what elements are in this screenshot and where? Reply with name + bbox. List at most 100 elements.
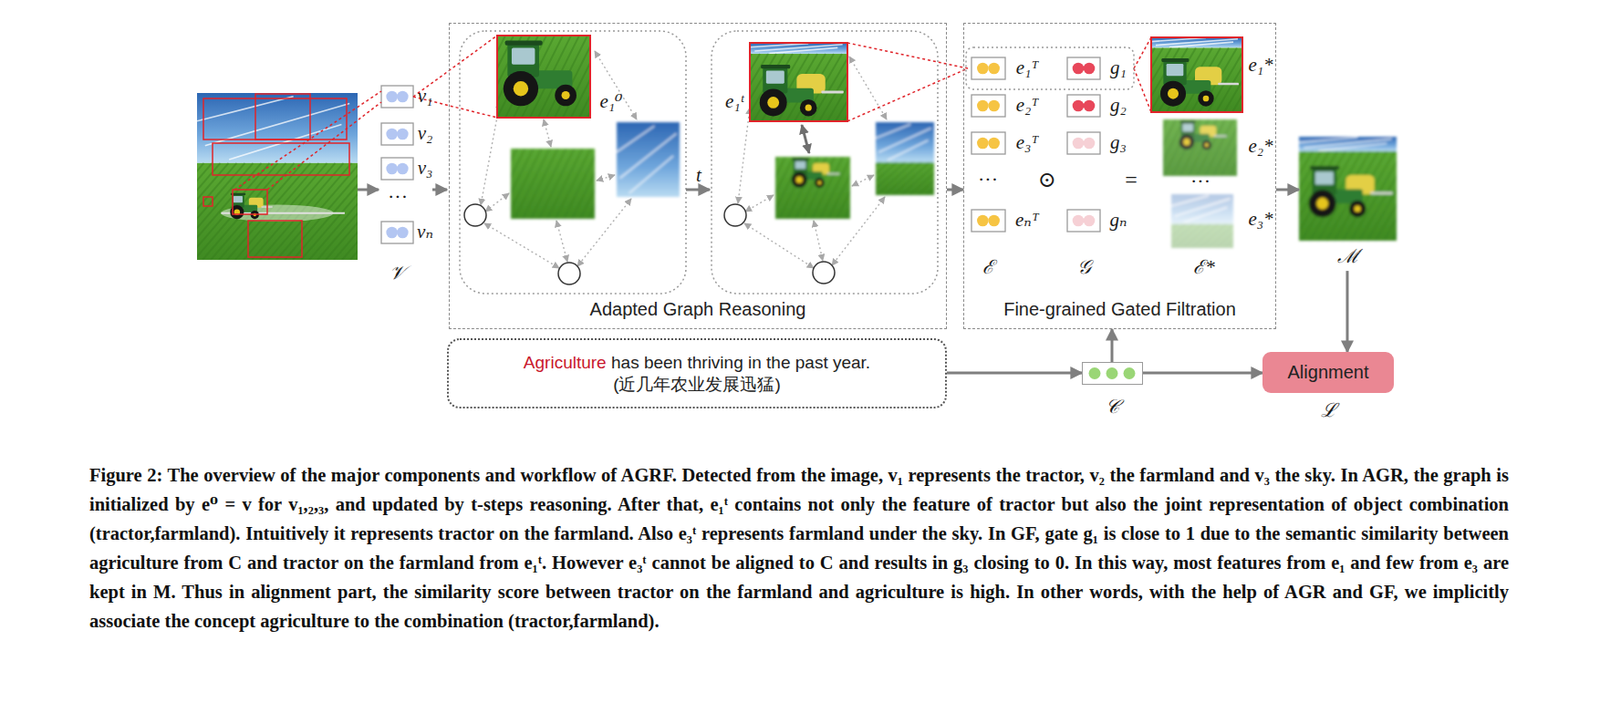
illustration-g <box>497 35 591 118</box>
math-label: 𝒢 <box>1077 257 1091 279</box>
feature-dot <box>1072 100 1085 113</box>
feature-dot <box>1106 367 1119 380</box>
illustration-line <box>1298 137 1358 144</box>
concept-vector: 𝒞 <box>1081 362 1143 385</box>
illustration-line <box>580 148 595 219</box>
relation-arrow <box>737 107 750 204</box>
illustration-line <box>350 163 358 260</box>
math-label: ⊙ <box>1038 167 1057 192</box>
relation-arrow <box>849 56 887 120</box>
relation-arrow <box>594 51 637 120</box>
illustration-line <box>1392 151 1397 241</box>
feature-dot <box>976 62 989 75</box>
relation-arrow <box>851 175 874 187</box>
illustration-rect <box>791 157 809 160</box>
leader-line <box>1133 37 1152 69</box>
illustration-line <box>1232 223 1234 249</box>
relation-arrow <box>596 175 615 181</box>
illustration-line <box>836 156 851 219</box>
illustration-circle <box>1354 205 1362 212</box>
illustration-line <box>1172 119 1201 177</box>
illustration-rect <box>1171 194 1234 224</box>
feature-vector <box>1067 132 1101 155</box>
illustration-g <box>1298 136 1397 241</box>
math-label: e₂ᵀ <box>1016 94 1039 116</box>
feature-vector <box>971 209 1006 232</box>
illustration-line <box>510 148 534 219</box>
flow-arrow <box>946 372 1082 375</box>
illustration-rect <box>1182 124 1193 132</box>
photo <box>616 122 680 198</box>
illustration-rect <box>1166 63 1185 76</box>
illustration-rect <box>749 42 848 54</box>
math-label: ··· <box>977 168 998 191</box>
illustration-line <box>749 43 809 48</box>
illustration-rect <box>511 48 536 65</box>
highlight-frame <box>749 42 848 122</box>
relation-arrow <box>556 220 568 262</box>
illustration-line <box>497 35 539 118</box>
illustration-circle <box>1203 95 1210 103</box>
illustration-rect <box>827 173 841 176</box>
illustration-line <box>835 53 848 122</box>
illustration-line <box>811 156 843 219</box>
illustration-circle <box>1167 88 1179 100</box>
illustration-line <box>786 53 826 122</box>
math-label: ℰ <box>982 257 995 279</box>
illustration-line <box>1191 47 1229 113</box>
leader-line <box>847 42 968 69</box>
detection-box <box>232 189 268 215</box>
feature-vector <box>381 157 414 180</box>
illustration-circle <box>1197 90 1214 106</box>
illustration-line <box>803 156 835 219</box>
feature-dot <box>976 137 989 150</box>
illustration-g <box>749 42 848 122</box>
illustration-rect <box>1370 191 1393 195</box>
illustration-rect <box>616 122 680 198</box>
photo <box>1106 119 1316 177</box>
illustration-rect <box>505 40 543 45</box>
graph-node <box>558 262 581 285</box>
relation-arrow <box>744 223 814 269</box>
alignment-box: Alignmentℒ <box>1262 352 1394 394</box>
illustration-line <box>1196 119 1226 177</box>
illustration-circle <box>1205 143 1209 147</box>
illustration-line <box>1303 138 1392 148</box>
illustration-g <box>775 156 851 219</box>
node-text: Agriculture <box>523 352 607 375</box>
math-label: eₙᵀ <box>1015 209 1039 231</box>
illustration-circle <box>1202 140 1213 151</box>
arrow <box>685 188 710 192</box>
illustration-circle <box>554 84 577 107</box>
illustration-circle <box>1178 134 1195 150</box>
feature-dot <box>987 100 1000 113</box>
photo <box>415 35 711 118</box>
photo <box>713 156 942 219</box>
illustration-rect <box>1309 166 1340 170</box>
illustration-rect <box>197 93 358 260</box>
feature-dot <box>396 163 409 176</box>
feature-dot <box>385 91 398 104</box>
node-text: Adapted Graph Reasoning <box>590 298 807 322</box>
illustration-circle <box>817 180 821 185</box>
feature-dot <box>976 100 989 113</box>
illustration-circle <box>814 177 825 188</box>
math-label: e₂* <box>1247 135 1273 157</box>
illustration-rect <box>1298 136 1397 152</box>
illustration-line <box>1229 119 1237 177</box>
illustration-line <box>228 124 342 160</box>
illustration-rect <box>616 122 680 198</box>
illustration-line <box>197 96 294 122</box>
illustration-line <box>753 53 793 122</box>
illustration-circle <box>800 99 818 117</box>
highlight-frame <box>497 35 591 118</box>
illustration-line <box>1184 207 1228 223</box>
illustration-line <box>794 53 834 122</box>
illustration-circle <box>1316 197 1329 210</box>
text-line: Fine-grained Gated Filtration <box>1003 298 1237 322</box>
illustration-rect <box>875 122 935 163</box>
feature-dot <box>385 227 398 239</box>
graph-node <box>724 204 747 227</box>
detection-box <box>255 93 311 140</box>
illustration-line <box>875 124 911 138</box>
